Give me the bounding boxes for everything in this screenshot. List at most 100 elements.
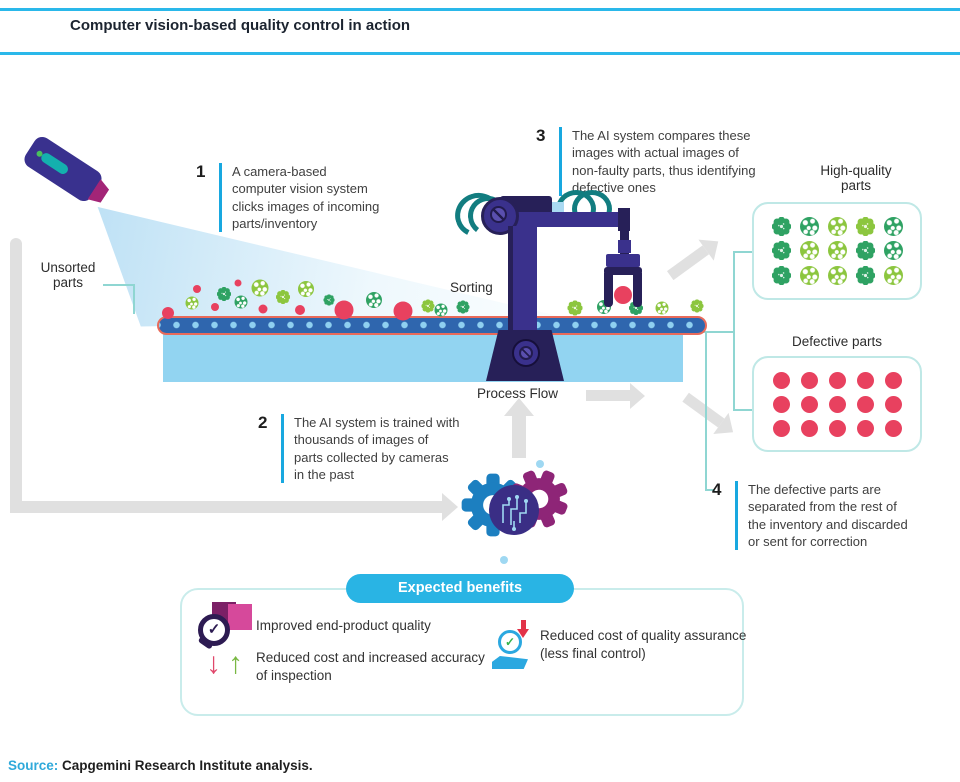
part-red-circle bbox=[856, 371, 874, 389]
step-marker-bar bbox=[735, 481, 738, 551]
part-red-circle bbox=[884, 371, 902, 389]
robot-column bbox=[508, 226, 537, 332]
title-rule-bottom bbox=[0, 52, 960, 55]
part-red-circle bbox=[772, 371, 790, 389]
part-red-circle bbox=[800, 419, 818, 437]
gripped-defective-part bbox=[614, 286, 632, 304]
robot-arm bbox=[514, 212, 620, 227]
part-flower-green-dark bbox=[771, 266, 791, 286]
step-marker-bar bbox=[219, 163, 222, 233]
part-dotted-green-light bbox=[883, 266, 903, 286]
source-prefix: Source: bbox=[8, 758, 59, 773]
robot-screw bbox=[490, 206, 507, 223]
benefit-text: Reduced cost of quality assurance (less … bbox=[540, 628, 747, 661]
step-text: The defective parts are separated from t… bbox=[748, 482, 908, 549]
part-red-circle bbox=[193, 285, 201, 293]
part-red-circle bbox=[334, 300, 354, 320]
feedback-loop-arrowhead bbox=[442, 493, 458, 521]
connector-vertical-a bbox=[733, 251, 735, 411]
step-text: A camera-based computer vision system cl… bbox=[232, 164, 380, 231]
benefit-item: ✓ Reduced cost of quality assurance (les… bbox=[488, 620, 770, 670]
part-red-circle bbox=[856, 419, 874, 437]
robot-cable-icon bbox=[572, 190, 612, 228]
step-annotation-2: 2 The AI system is trained with thousand… bbox=[258, 413, 489, 484]
conveyor-table bbox=[163, 334, 683, 382]
defective-parts-box bbox=[752, 356, 922, 452]
step-number: 3 bbox=[536, 126, 546, 145]
step-annotation-4: 4 The defective parts are separated from… bbox=[712, 480, 953, 551]
part-red-circle bbox=[234, 279, 242, 287]
part-flower-green-light bbox=[276, 290, 290, 304]
page-title: Computer vision-based quality control in… bbox=[70, 17, 411, 34]
cost-down-accuracy-up-icon: ↓ ↑ bbox=[206, 647, 243, 680]
part-flower-green-dark bbox=[855, 266, 875, 286]
feedback-loop-line-horizontal bbox=[10, 501, 442, 513]
part-dotted-green-light bbox=[799, 241, 819, 261]
part-dotted-green-light bbox=[827, 266, 847, 286]
part-dotted-green-dark bbox=[366, 292, 382, 308]
connector-unsorted bbox=[103, 284, 135, 286]
part-flower-green-dark bbox=[855, 241, 875, 261]
robot-wrist-joint bbox=[618, 240, 631, 253]
part-flower-green-light bbox=[567, 300, 583, 316]
part-red-circle bbox=[258, 304, 268, 314]
part-dotted-green-light bbox=[799, 266, 819, 286]
part-red-circle bbox=[295, 305, 305, 315]
part-flower-green-dark bbox=[456, 300, 470, 314]
circuit-node bbox=[536, 460, 544, 468]
part-red-circle bbox=[884, 395, 902, 413]
benefit-item: ✓ Improved end-product quality bbox=[196, 600, 486, 652]
connector-unsorted bbox=[133, 284, 135, 314]
part-red-circle bbox=[828, 395, 846, 413]
part-dotted-green-dark bbox=[434, 303, 448, 317]
label-process-flow: Process Flow bbox=[477, 386, 559, 401]
magnifier-check-icon: ✓ bbox=[196, 600, 256, 652]
flow-arrow-up-head bbox=[504, 398, 534, 416]
part-flower-green-dark bbox=[217, 287, 231, 301]
part-red-circle bbox=[800, 371, 818, 389]
benefit-text: Reduced cost and increased accuracy of i… bbox=[256, 650, 485, 683]
part-red-circle bbox=[772, 395, 790, 413]
step-number: 2 bbox=[258, 413, 268, 432]
robot-screw bbox=[519, 346, 533, 360]
robot-gripper-prong bbox=[633, 273, 642, 307]
part-red-circle bbox=[800, 395, 818, 413]
circuit-node bbox=[500, 556, 508, 564]
label-defective-parts: Defective parts bbox=[791, 334, 883, 349]
step-text: The AI system is trained with thousands … bbox=[294, 415, 460, 482]
part-red-circle bbox=[828, 371, 846, 389]
label-high-quality-parts: High-quality parts bbox=[820, 163, 892, 193]
high-quality-parts-box bbox=[752, 202, 922, 300]
part-red-circle bbox=[828, 419, 846, 437]
robot-arm-cap bbox=[618, 208, 630, 231]
benefits-title-pill: Expected benefits bbox=[346, 574, 574, 603]
feedback-loop-line-vertical bbox=[10, 238, 22, 510]
benefits-panel bbox=[180, 588, 744, 716]
part-red-circle bbox=[884, 419, 902, 437]
step-text: The AI system compares these images with… bbox=[572, 128, 756, 195]
part-dotted-green-dark bbox=[799, 216, 819, 236]
robot-gripper-bar bbox=[604, 267, 642, 275]
part-red-circle bbox=[772, 419, 790, 437]
part-red-circle bbox=[856, 395, 874, 413]
robot-gripper-prong bbox=[604, 273, 613, 307]
part-flower-green-dark bbox=[323, 294, 335, 306]
part-flower-green-light bbox=[690, 299, 704, 313]
part-flower-green-light bbox=[855, 216, 875, 236]
part-dotted-green-dark bbox=[883, 241, 903, 261]
flow-arrow-to-high-quality bbox=[662, 228, 727, 285]
source-line: Source: Capgemini Research Institute ana… bbox=[8, 758, 313, 773]
title-rule-top bbox=[0, 8, 960, 11]
part-dotted-green-dark bbox=[883, 216, 903, 236]
part-dotted-green-dark bbox=[234, 295, 248, 309]
connector-to-high-quality bbox=[733, 251, 753, 253]
step-marker-bar bbox=[281, 414, 284, 484]
flow-arrow-right bbox=[586, 382, 646, 409]
part-flower-green-dark bbox=[771, 216, 791, 236]
conveyor-belt bbox=[157, 316, 707, 335]
benefit-text: Improved end-product quality bbox=[256, 618, 431, 634]
part-red-circle bbox=[162, 307, 174, 319]
ai-brain-gears-icon bbox=[460, 460, 572, 564]
part-dotted-green-light bbox=[298, 281, 314, 297]
